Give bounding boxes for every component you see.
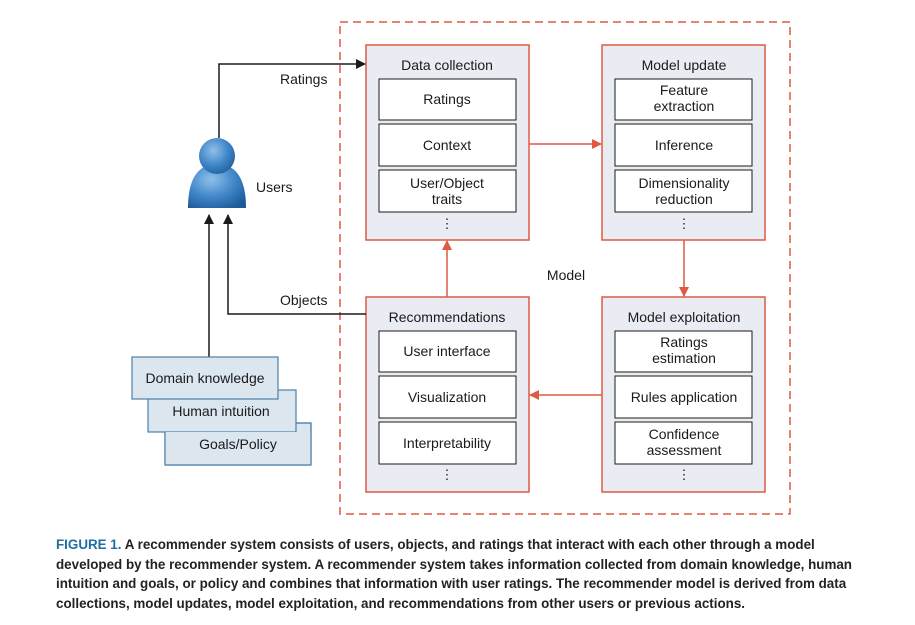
ellipsis: ⋮ (441, 467, 454, 482)
item-box (614, 78, 753, 121)
item-box (614, 375, 753, 419)
ellipsis: ⋮ (441, 216, 454, 231)
item-label: Interpretability (403, 435, 491, 451)
item-label: Rules application (631, 389, 738, 405)
item-box (378, 330, 517, 373)
stage-data-collection: Data collection Ratings Context User/Obj… (365, 44, 530, 241)
stage-title: Recommendations (389, 309, 506, 325)
ratings-label: Ratings (280, 71, 327, 87)
label-line: assessment (647, 442, 722, 458)
users-label: Users (256, 179, 293, 195)
objects-arrow (223, 214, 366, 315)
label-line: Dimensionality (638, 175, 729, 191)
item-box (614, 169, 753, 213)
stage-title: Model exploitation (628, 309, 741, 325)
stage-title: Model update (642, 57, 727, 73)
label-line: extraction (654, 98, 715, 114)
caption-text: A recommender system consists of users, … (56, 537, 852, 611)
model-label: Model (547, 267, 585, 283)
source-label: Goals/Policy (199, 436, 277, 452)
label-line: User/Object (410, 175, 484, 191)
ratings-arrow (218, 59, 366, 138)
ellipsis: ⋮ (678, 467, 691, 482)
item-box (378, 375, 517, 419)
item-box (614, 421, 753, 465)
figure-caption: FIGURE 1. A recommender system consists … (56, 535, 876, 613)
model-boundary (339, 21, 791, 515)
item-label: Visualization (408, 389, 486, 405)
objects-label: Objects (280, 292, 327, 308)
users-icon (188, 138, 246, 208)
stage-recommendations: Recommendations User interface Visualiza… (365, 296, 530, 493)
label-line: Feature (660, 82, 708, 98)
caption-label: FIGURE 1. (56, 537, 122, 552)
item-box (378, 123, 517, 167)
item-box (378, 421, 517, 465)
item-box (614, 123, 753, 167)
source-label: Human intuition (172, 403, 269, 419)
item-label: User interface (403, 343, 490, 359)
ellipsis: ⋮ (678, 216, 691, 231)
label-line: Confidence (649, 426, 720, 442)
item-box (378, 78, 517, 121)
source-domain-knowledge (131, 356, 279, 400)
label-line: reduction (655, 191, 713, 207)
label-line: traits (432, 191, 462, 207)
item-label: Context (423, 137, 471, 153)
label-line: estimation (652, 350, 716, 366)
item-label: Inference (655, 137, 714, 153)
item-label: Ratings (423, 91, 470, 107)
stage-title: Data collection (401, 57, 493, 73)
label-line: Ratings (660, 334, 707, 350)
item-box (378, 169, 517, 213)
source-label: Domain knowledge (145, 370, 264, 386)
item-box (614, 330, 753, 373)
